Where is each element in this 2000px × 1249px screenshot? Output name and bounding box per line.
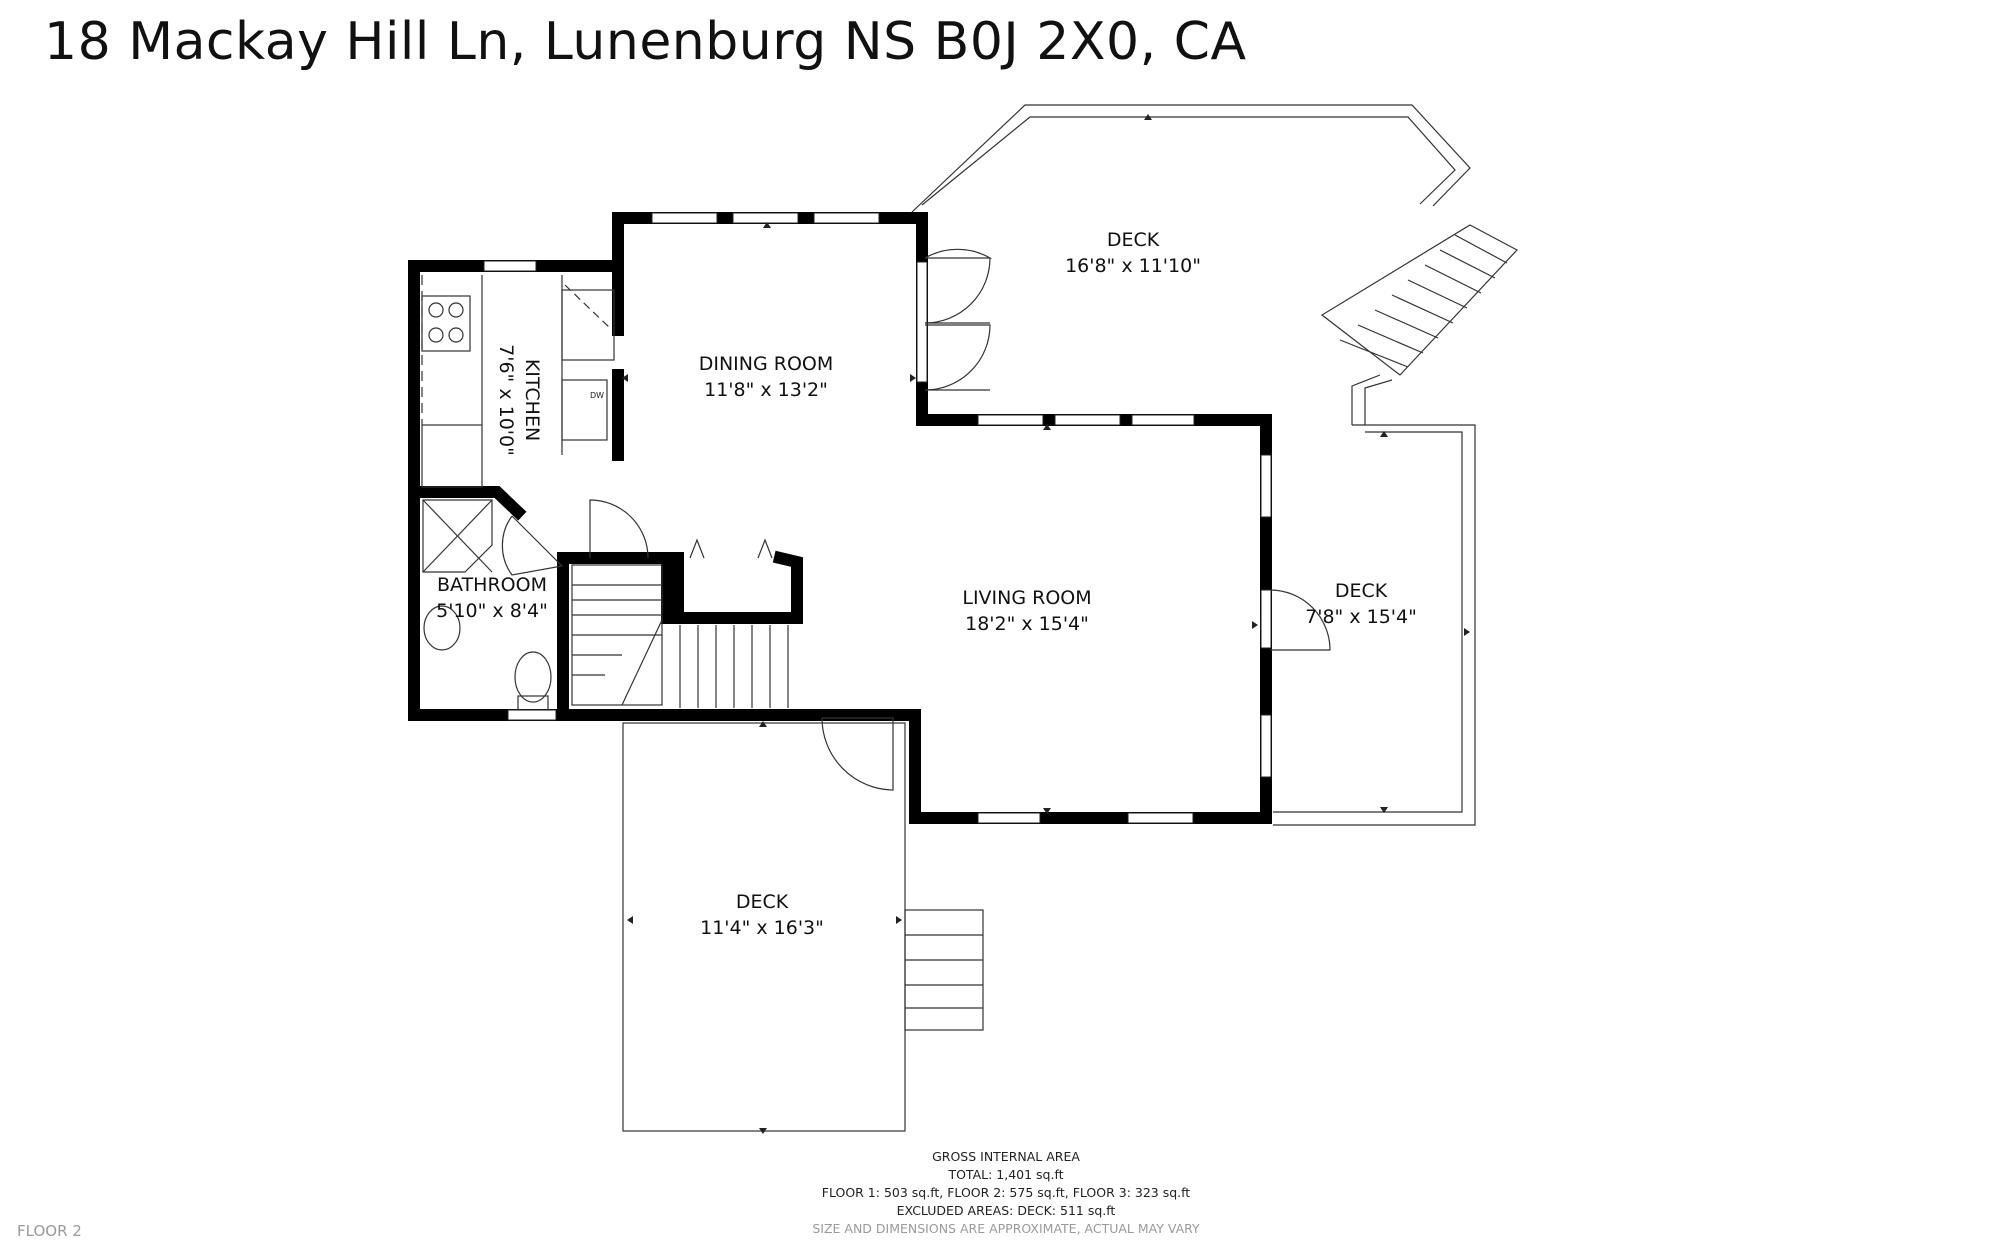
dishwasher-icon: [561, 379, 608, 441]
dining-room-dims: 11'8" x 13'2": [704, 379, 828, 401]
interior-walls: [408, 212, 1272, 824]
bathroom-sink-icon: [423, 605, 461, 651]
area-excluded: EXCLUDED AREAS: DECK: 511 sq.ft: [897, 1203, 1116, 1218]
dishwasher-label: DW: [590, 391, 604, 400]
page-title: 18 Mackay Hill Ln, Lunenburg NS B0J 2X0,…: [44, 12, 1247, 72]
deck-top-name: DECK: [1107, 229, 1160, 251]
area-floors: FLOOR 1: 503 sq.ft, FLOOR 2: 575 sq.ft, …: [822, 1185, 1191, 1200]
deck-top-outline: [911, 104, 1518, 425]
interior-stairs: [571, 538, 789, 708]
kitchen-name: KITCHEN: [521, 359, 543, 441]
toilet-icon: [514, 651, 552, 703]
kitchen-dims: 7'6" x 10'0": [495, 344, 517, 456]
area-disclaimer: SIZE AND DIMENSIONS ARE APPROXIMATE, ACT…: [812, 1221, 1200, 1236]
bathroom-name: BATHROOM: [437, 574, 547, 596]
deck-right-dims: 7'8" x 15'4": [1305, 606, 1417, 628]
kitchen-fixtures: DW: [421, 275, 615, 488]
area-summary: GROSS INTERNAL AREA TOTAL: 1,401 sq.ft F…: [812, 1149, 1200, 1236]
deck-bottom-name: DECK: [736, 891, 789, 913]
doors: [501, 248, 1331, 791]
deck-bottom-dims: 11'4" x 16'3": [700, 917, 824, 939]
area-total: TOTAL: 1,401 sq.ft: [947, 1167, 1063, 1182]
deck-right-name: DECK: [1335, 580, 1388, 602]
dining-room-name: DINING ROOM: [699, 353, 834, 375]
floor-label: FLOOR 2: [17, 1222, 82, 1240]
windows: [483, 212, 1272, 824]
measurement-markers: [622, 114, 1470, 1134]
bathroom-dims: 5'10" x 8'4": [436, 600, 548, 622]
living-room-name: LIVING ROOM: [962, 587, 1091, 609]
living-room-dims: 18'2" x 15'4": [965, 613, 1089, 635]
area-heading: GROSS INTERNAL AREA: [932, 1149, 1080, 1164]
deck-right-outline: [1273, 424, 1476, 826]
bathroom-fixtures: [422, 499, 552, 711]
stove-icon: [421, 295, 471, 352]
deck-top-dims: 16'8" x 11'10": [1065, 255, 1201, 277]
